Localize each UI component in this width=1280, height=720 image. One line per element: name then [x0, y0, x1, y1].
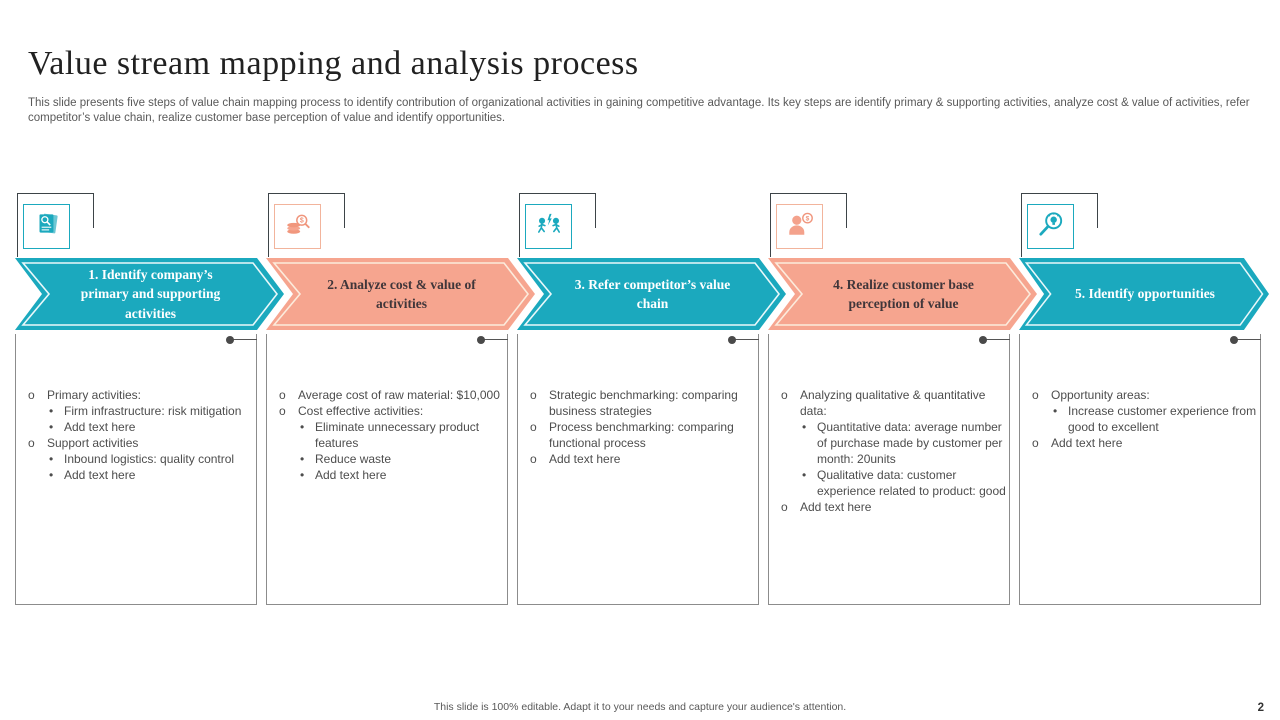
bullet-item: •Inbound logistics: quality control [49, 452, 235, 466]
bullet-item: •Firm infrastructure: risk mitigation [49, 404, 242, 418]
icon-bracket [17, 193, 94, 228]
icon-bracket [519, 193, 520, 257]
step-1-icon-box [23, 204, 70, 249]
bullet-item: •Qualitative data: customer experience r… [802, 468, 1006, 498]
connector-dot [728, 335, 736, 344]
step-3-icon-box [525, 204, 572, 249]
connector-line [728, 335, 759, 344]
customer-coin-icon: $ [785, 209, 815, 244]
svg-text:$: $ [299, 218, 303, 225]
icon-bracket [770, 193, 771, 257]
bullet-item: •Eliminate unnecessary product features [300, 420, 480, 450]
icon-bracket [268, 193, 345, 228]
bullet-item: •Reduce waste [300, 452, 392, 466]
bullet-item: •Quantitative data: average number of pu… [802, 420, 1003, 466]
competitors-running-icon [534, 209, 564, 244]
step-1-title: 1. Identify company’s primary and suppor… [80, 267, 221, 321]
step-5-title: 5. Identify opportunities [1075, 286, 1215, 302]
connector-dot [226, 335, 234, 344]
bullet-item: •Add text here [49, 420, 136, 434]
step-3-arrow: 3. Refer competitor’s value chain [517, 258, 786, 330]
footer-note: This slide is 100% editable. Adapt it to… [433, 701, 847, 713]
bullet-item: •Add text here [49, 468, 136, 482]
icon-bracket [268, 193, 269, 257]
icon-bracket [1021, 193, 1098, 228]
step-4-arrow: 4. Realize customer base perception of v… [768, 258, 1037, 330]
step-4-title: 4. Realize customer base perception of v… [833, 276, 974, 311]
cost-magnifier-icon: $ [283, 209, 313, 244]
step-1-arrow: 1. Identify company’s primary and suppor… [15, 258, 284, 330]
icon-bracket [770, 193, 847, 228]
slide-description: This slide presents five steps of value … [28, 96, 1250, 124]
step-4-icon-box: $ [776, 204, 823, 249]
opportunity-magnifier-icon [1036, 209, 1066, 244]
connector-line [226, 335, 257, 344]
page-title: Value stream mapping and analysis proces… [28, 44, 639, 82]
bullet-item: •Add text here [300, 468, 387, 482]
step-column-1: 1. Identify company’s primary and suppor… [15, 193, 284, 605]
connector-line [477, 335, 508, 344]
step-2-arrow: 2. Analyze cost & value of activities [266, 258, 535, 330]
document-search-icon [32, 209, 62, 244]
icon-bracket [519, 193, 596, 228]
step-column-4: $ 4. Realize customer base perception of… [768, 193, 1037, 605]
connector-dot [477, 335, 485, 344]
connector-line [1230, 335, 1261, 344]
connector-dot [979, 335, 987, 344]
icon-bracket [17, 193, 18, 257]
step-2-icon-box: $ [274, 204, 321, 249]
connector-line [979, 335, 1010, 344]
bullet-item: •Increase customer experience from good … [1053, 404, 1257, 434]
step-2-title: 2. Analyze cost & value of activities [327, 276, 476, 311]
connector-dot [1230, 335, 1238, 344]
process-steps: 1. Identify company’s primary and suppor… [15, 193, 1269, 605]
step-5-arrow: 5. Identify opportunities [1019, 258, 1269, 330]
page-number: 2 [1257, 702, 1264, 714]
icon-bracket [1021, 193, 1022, 257]
step-column-2: $ 2. Analyze cost & value of activities … [266, 193, 535, 605]
step-3-title: 3. Refer competitor’s value chain [574, 276, 731, 311]
step-5-icon-box [1027, 204, 1074, 249]
svg-text:$: $ [805, 215, 809, 222]
